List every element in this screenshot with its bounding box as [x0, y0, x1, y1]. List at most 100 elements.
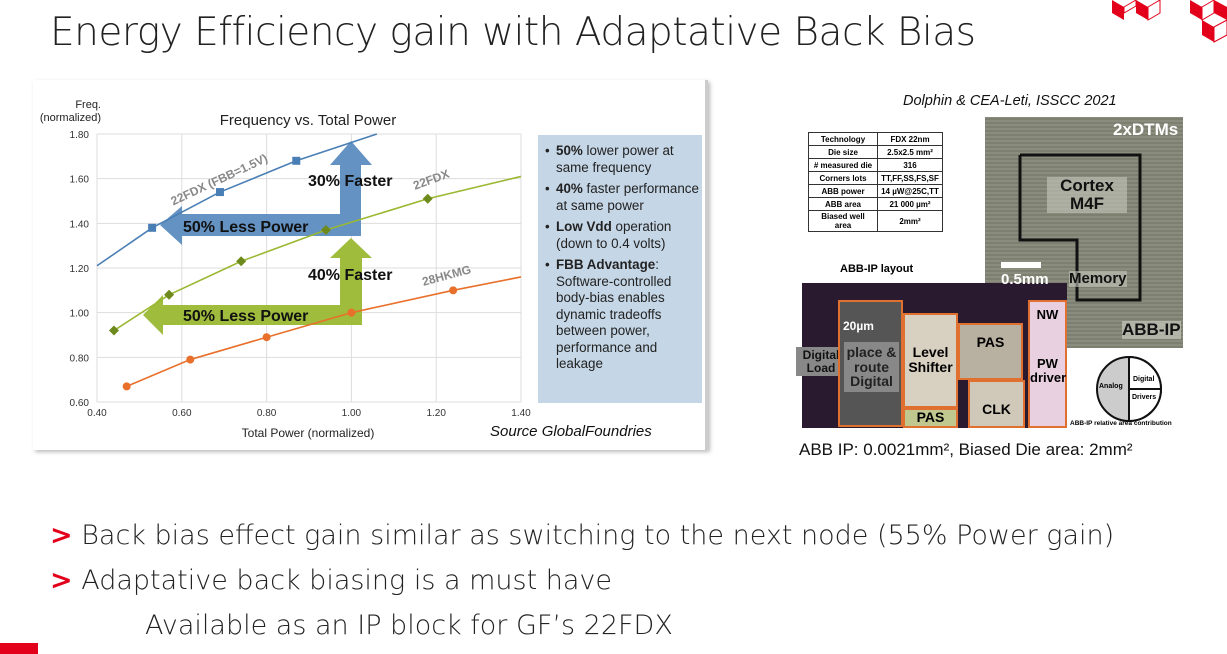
clk-label: CLK	[982, 401, 1011, 417]
benefit-text: lower power at same frequency	[556, 143, 674, 175]
benefit-highlight: Low Vdd	[556, 219, 612, 234]
y-tick-label: 1.40	[70, 219, 90, 230]
green-faster-label: 40% Faster	[308, 267, 393, 284]
data-point	[422, 193, 433, 204]
table-cell: 14 µW@25C,TT	[877, 184, 943, 198]
benefit-highlight: 40%	[556, 181, 583, 196]
table-cell: FDX 22nm	[877, 132, 943, 146]
y-axis-label-2: (normalized)	[40, 112, 101, 124]
level-shifter-label: Level Shifter	[908, 344, 953, 375]
pas-label-2: PAS	[916, 409, 945, 425]
table-cell: Die size	[808, 145, 878, 159]
x-tick-label: 1.40	[511, 408, 531, 419]
slide-title: Energy Efficiency gain with Adaptative B…	[50, 10, 976, 55]
data-point	[292, 156, 301, 165]
digital-load-label: Digital Load	[796, 347, 846, 377]
table-cell: TT,FF,SS,FS,SF	[877, 171, 943, 185]
y-tick-label: 1.00	[70, 309, 90, 320]
nw-label: NW	[1036, 307, 1059, 322]
bullet-2: > Adaptative back biasing is a must have	[50, 565, 613, 596]
pie-caption: ABB-IP relative area contribution	[1070, 420, 1172, 427]
table-cell: 21 000 µm²	[877, 197, 943, 211]
series-label: 22FDX	[411, 167, 451, 193]
table-cell: ABB area	[808, 197, 878, 211]
pie-digital: Digital	[1133, 376, 1154, 383]
pie-drivers: Drivers	[1132, 394, 1156, 401]
series-label: 28HKMG	[421, 262, 473, 288]
y-tick-label: 1.20	[70, 264, 90, 275]
benefit-text: operation (down to 0.4 volts)	[556, 219, 672, 251]
benefits-box: 50% lower power at same frequency 40% fas…	[538, 135, 702, 403]
bullet-3: Available as an IP block for GF’s 22FDX	[145, 610, 673, 641]
x-tick-label: 1.00	[342, 408, 362, 419]
data-point	[186, 355, 195, 364]
x-tick-label: 0.60	[172, 408, 192, 419]
benefit-item: 50% lower power at same frequency	[545, 143, 702, 176]
series-line	[96, 133, 378, 267]
table-cell: Corners lots	[808, 171, 878, 185]
y-axis-label-1: Freq.	[75, 99, 101, 111]
benefit-highlight: FBB Advantage	[556, 257, 656, 272]
data-point	[320, 225, 331, 236]
area-pie-chart: Analog Digital Drivers	[1096, 355, 1162, 423]
abb-ip-layout: Digital Load 20µm place & route Digital L…	[796, 283, 1067, 428]
x-tick-label: 1.20	[426, 408, 446, 419]
pas-label-1: PAS	[976, 334, 1005, 350]
scale-label: 0.5mm	[1001, 271, 1049, 288]
benefit-text: faster performance at same power	[556, 181, 699, 213]
benefit-text: : Software-controlled body-bias enables …	[556, 257, 672, 371]
chart-title: Frequency vs. Total Power	[220, 112, 396, 129]
table-cell: ABB power	[808, 184, 878, 198]
credit-note: Dolphin & CEA-Leti, ISSCC 2021	[903, 93, 1117, 109]
benefit-highlight: 50%	[556, 143, 583, 158]
table-cell: 2.5x2.5 mm²	[877, 145, 943, 159]
data-point	[122, 382, 131, 391]
table-cell: Biased well area	[808, 210, 878, 232]
data-point	[148, 223, 157, 232]
benefit-item: FBB Advantage: Software-controlled body-…	[545, 257, 702, 373]
scale-20um: 20µm	[843, 319, 874, 333]
data-point	[215, 188, 224, 197]
benefit-item: 40% faster performance at same power	[545, 181, 702, 214]
data-point	[164, 289, 175, 300]
data-point	[449, 286, 458, 295]
x-tick-label: 0.80	[257, 408, 277, 419]
accent-bar	[0, 643, 38, 654]
y-tick-label: 0.80	[70, 353, 90, 364]
layout-title: ABB-IP layout	[840, 263, 914, 275]
company-logo	[1112, 0, 1227, 43]
y-tick-label: 1.60	[70, 175, 90, 186]
dtms-label: 2xDTMs	[1113, 120, 1179, 139]
bullet-1: > Back bias effect gain similar as switc…	[50, 520, 1115, 551]
y-tick-label: 1.80	[70, 130, 90, 141]
source-note: Source GlobalFoundries	[490, 423, 652, 440]
pw-driver-label: PW driver	[1030, 356, 1067, 385]
green-power-label: 50% Less Power	[183, 308, 308, 325]
abb-ip-label: ABB-IP	[1122, 320, 1181, 339]
table-cell: # measured die	[808, 158, 878, 172]
y-tick-label: 0.60	[70, 398, 90, 409]
table-cell: 2mm²	[877, 210, 943, 232]
memory-label: Memory	[1069, 270, 1127, 287]
table-cell: Technology	[808, 132, 878, 146]
faster-power-arrow-blue	[160, 141, 372, 245]
data-point	[236, 256, 247, 267]
table-cell: 316	[877, 158, 943, 172]
x-axis-label: Total Power (normalized)	[242, 426, 375, 440]
x-tick-label: 0.40	[87, 408, 107, 419]
pnr-label: place & route Digital	[844, 342, 899, 393]
data-point	[108, 325, 119, 336]
blue-faster-label: 30% Faster	[308, 173, 393, 190]
abb-caption: ABB IP: 0.0021mm², Biased Die area: 2mm²	[799, 440, 1133, 459]
data-point	[262, 333, 271, 342]
series-line	[113, 175, 522, 332]
faster-power-arrow-green	[143, 238, 372, 335]
